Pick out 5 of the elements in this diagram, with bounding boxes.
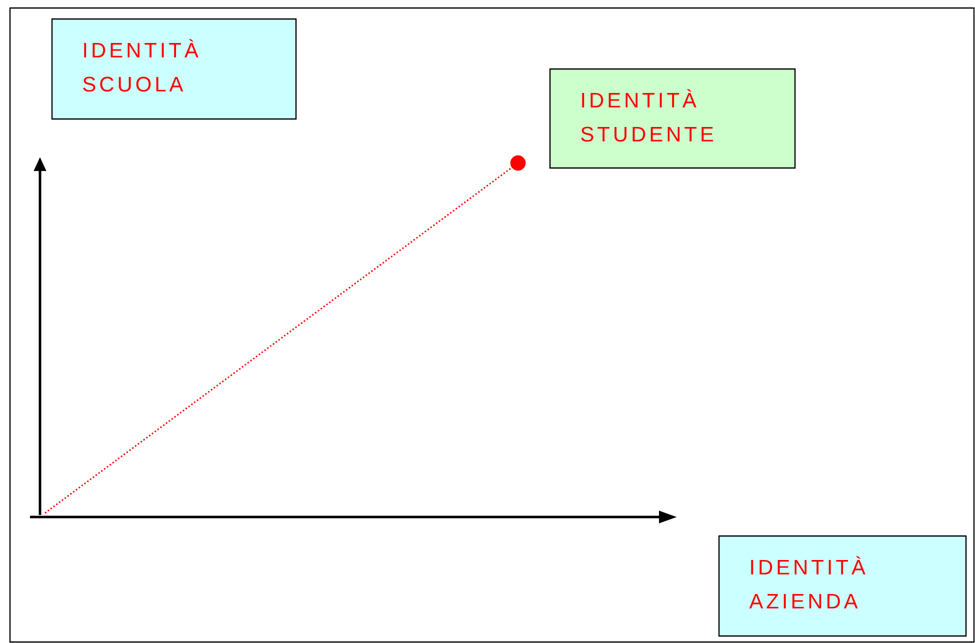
dot (510, 155, 526, 171)
label-box: IDENTITÀ AZIENDA (718, 535, 967, 637)
label-box: IDENTITÀ SCUOLA (51, 18, 297, 120)
dotted-line (44, 166, 512, 514)
label-box: IDENTITÀ STUDENTE (549, 68, 796, 169)
